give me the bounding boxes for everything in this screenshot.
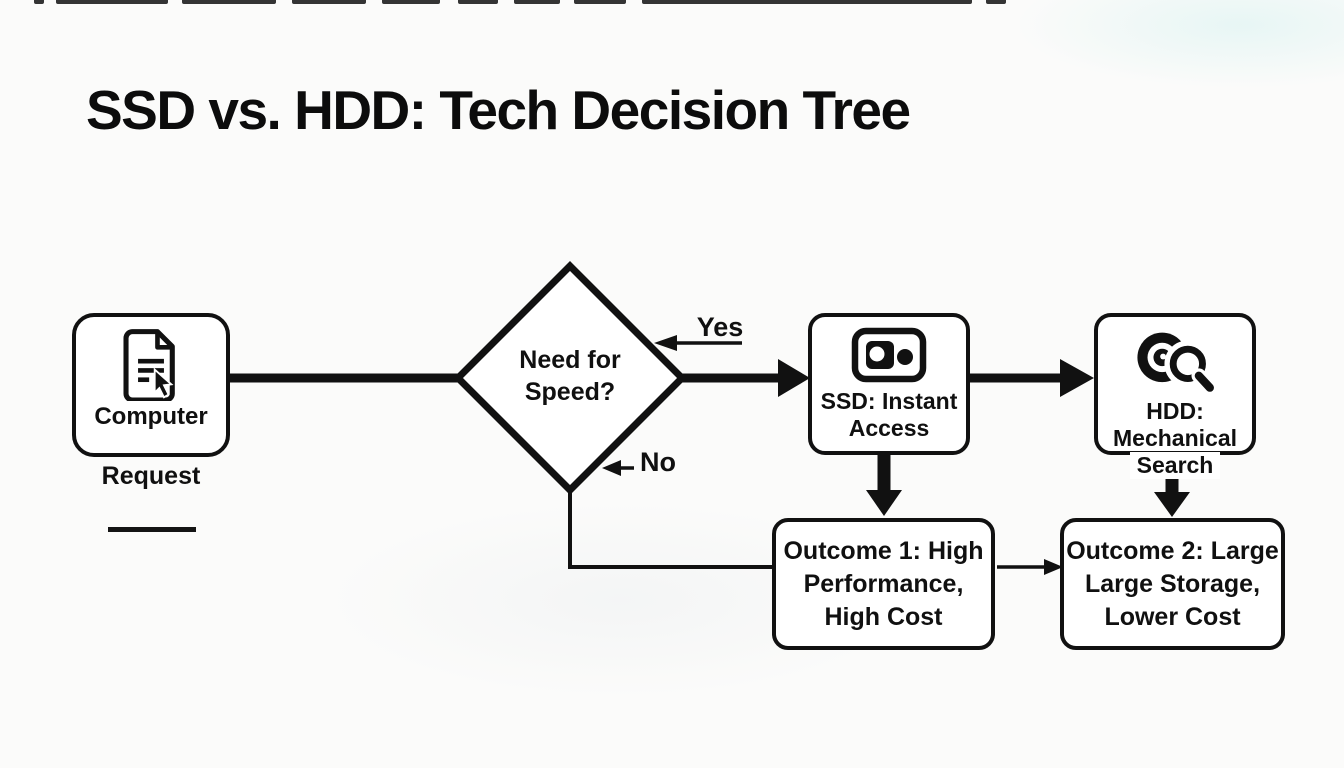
outcome1-label: Outcome 1: High Performance, High Cost [783, 535, 983, 634]
decision-line2: Speed? [524, 378, 616, 406]
node-ssd: SSD: Instant Access [808, 313, 970, 455]
page-title: SSD vs. HDD: Tech Decision Tree [86, 79, 911, 141]
edge-hdd-to-outcome2-head [1154, 492, 1190, 517]
node-outcome2: Outcome 2: Large Large Storage, Lower Co… [1060, 518, 1285, 650]
edge-no-path [568, 486, 774, 569]
disk-search-icon [1131, 327, 1219, 397]
decision-node-label: Need for Speed? [470, 344, 670, 408]
outcome2-line2: Large Storage, [1084, 569, 1261, 598]
hdd-line3-wrap: Search [1113, 452, 1237, 479]
outcome1-line2: Performance, [803, 569, 964, 598]
edge-ssd-to-hdd-head [1060, 359, 1094, 397]
outcome1-line3: High Cost [824, 602, 943, 631]
start-node-label: Computer [94, 403, 208, 430]
outcome1-line1: Outcome 1: High [783, 536, 984, 565]
yes-branch-label: Yes [696, 312, 744, 342]
ssd-line1: SSD: Instant [820, 388, 958, 414]
no-arrow-head [602, 460, 621, 476]
outcome2-label: Outcome 2: Large Large Storage, Lower Co… [1066, 535, 1279, 634]
no-branch-label: No [640, 447, 676, 477]
start-node-sublabel: Request [101, 462, 201, 490]
yes-arrow-head [654, 335, 677, 351]
node-outcome1: Outcome 1: High Performance, High Cost [772, 518, 995, 650]
top-edge-artifact [0, 0, 1344, 4]
underline-dash [108, 527, 196, 532]
document-cursor-icon [117, 327, 185, 401]
ssd-line2: Access [848, 415, 930, 441]
outcome2-line3: Lower Cost [1104, 602, 1241, 631]
ssd-drive-icon [851, 327, 927, 383]
node-computer-request: Computer [72, 313, 230, 457]
hdd-line1: HDD: [1146, 398, 1204, 424]
edge-outcome1-to-outcome2-head [1044, 559, 1063, 575]
decision-line1: Need for [519, 346, 621, 374]
node-hdd: HDD: Mechanical Search [1094, 313, 1256, 479]
hdd-line2: Mechanical [1113, 425, 1237, 451]
outcome2-line1: Outcome 2: Large [1066, 536, 1279, 565]
ssd-node-label: SSD: Instant Access [821, 388, 958, 442]
hdd-line3: Search [1129, 452, 1221, 479]
hdd-node-label: HDD: Mechanical Search [1113, 398, 1237, 479]
edge-ssd-to-outcome1-head [866, 490, 902, 516]
edge-decision-to-ssd-head [778, 359, 810, 397]
